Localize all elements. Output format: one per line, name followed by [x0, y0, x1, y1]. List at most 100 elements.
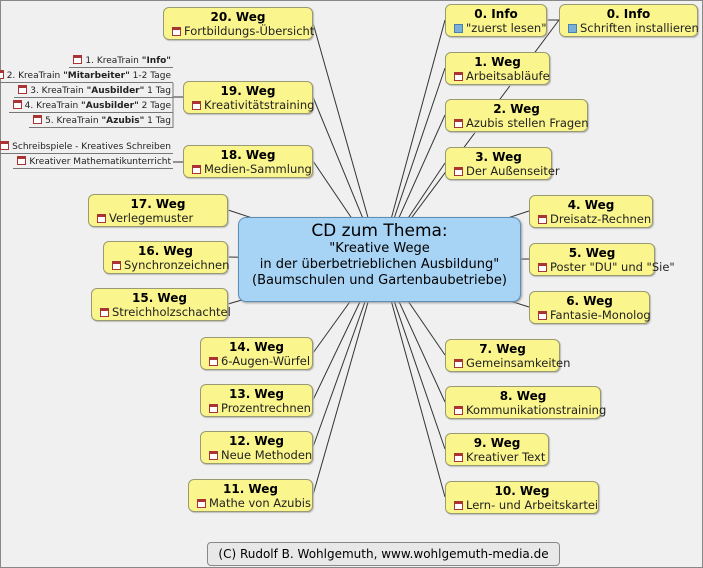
sub-bold: "Info": [141, 56, 171, 66]
sub-text: 2. KreaTrain: [6, 71, 64, 81]
node-label-row: Lern- und Arbeitskartei: [454, 498, 598, 512]
node-label-row: Fortbildungs-Übersicht: [172, 24, 314, 38]
pdf-icon: [172, 27, 181, 36]
sub-text: 5. KreaTrain: [45, 116, 102, 126]
node-label-row: Mathe von Azubis: [197, 496, 311, 510]
sub-item[interactable]: 3. KreaTrain "Ausbilder" 1 Tag: [14, 85, 173, 98]
node-label-row: Dreisatz-Rechnen: [538, 212, 651, 226]
node-title: 7. Weg: [479, 342, 526, 356]
node-label: Arbeitsabläufe: [466, 69, 550, 83]
pdf-icon: [18, 85, 28, 94]
node-label: Medien-Sammlung: [204, 162, 312, 176]
node-label-row: Streichholzschachtel: [100, 305, 231, 319]
node-label-row: Azubis stellen Fragen: [454, 116, 589, 130]
sub-text: 4. KreaTrain: [24, 101, 82, 111]
sub-text: 1. KreaTrain: [85, 56, 142, 66]
node-title: 9. Weg: [473, 436, 521, 450]
pdf-icon: [454, 72, 463, 81]
node-label-row: Gemeinsamkeiten: [454, 356, 570, 370]
pdf-icon: [538, 215, 547, 224]
node-title: 0. Info: [606, 7, 651, 21]
node-label: Synchronzeichnen: [124, 258, 230, 272]
sub-suffix: 2 Tage: [138, 101, 171, 111]
sub-bold: "Ausbilder": [86, 86, 145, 96]
node-title: 6. Weg: [566, 294, 613, 308]
node-title: 17. Weg: [130, 197, 186, 211]
pdf-icon: [454, 119, 463, 128]
pdf-icon: [112, 261, 121, 270]
pdf-icon: [97, 214, 106, 223]
node-label-row: Der Außenseiter: [454, 164, 560, 178]
node-label-row: Poster "DU" und "Sie": [538, 260, 675, 274]
node-label-row: Synchronzeichnen: [112, 258, 229, 272]
node-title: 20. Weg: [210, 10, 266, 24]
sub-bold: "Mitarbeiter": [63, 71, 130, 81]
node-label-row: Kreativitätstraining: [192, 98, 314, 112]
node-title: 18. Weg: [220, 148, 276, 162]
node-label: Fantasie-Monolog: [550, 308, 651, 322]
node-title: 3. Weg: [475, 150, 522, 164]
pdf-icon: [209, 451, 218, 460]
sub-item[interactable]: Schreibspiele - Kreatives Schreiben: [0, 141, 173, 154]
sub-item[interactable]: 2. KreaTrain "Mitarbeiter" 1-2 Tage: [0, 70, 173, 83]
node-label: Neue Methoden: [221, 448, 313, 462]
node-label: "zuerst lesen": [466, 21, 547, 35]
sub-item[interactable]: 1. KreaTrain "Info": [69, 55, 173, 68]
central-title: CD zum Thema:: [311, 221, 448, 241]
node-label: Schriften installieren: [580, 21, 699, 35]
pdf-icon: [454, 453, 463, 462]
pdf-icon: [0, 141, 10, 150]
central-line-1: "Kreative Wege: [329, 241, 430, 256]
node-title: 11. Weg: [223, 482, 278, 496]
node-title: 0. Info: [474, 7, 518, 21]
node-label: Prozentrechnen: [221, 401, 311, 415]
sub-item[interactable]: 5. KreaTrain "Azubis" 1 Tag: [29, 115, 173, 128]
sub-text: 3. KreaTrain: [30, 86, 87, 96]
node-title: 2. Weg: [493, 102, 540, 116]
pdf-icon: [454, 501, 463, 510]
node-title: 10. Weg: [494, 484, 550, 498]
node-label-row: Verlegemuster: [97, 211, 219, 225]
pdf-icon: [192, 165, 201, 174]
sub-bold: "Azubis": [101, 116, 145, 126]
sub-item[interactable]: Kreativer Mathematikunterricht: [13, 156, 173, 169]
sub-suffix: 1-2 Tage: [129, 71, 171, 81]
node-n0a[interactable]: 0. Info"zuerst lesen": [445, 4, 547, 37]
node-title: 4. Weg: [567, 198, 615, 212]
node-label-row: Schriften installieren: [568, 21, 699, 35]
node-label: Kreativitätstraining: [204, 98, 315, 112]
central-topic[interactable]: CD zum Thema: "Kreative Wege in der über…: [238, 217, 521, 302]
node-label-row: Kommunikationstraining: [454, 403, 606, 417]
node-label: Der Außenseiter: [466, 164, 560, 178]
sub-item[interactable]: 4. KreaTrain "Ausbilder" 2 Tage: [8, 100, 173, 113]
node-title: 13. Weg: [229, 387, 284, 401]
node-label-row: Prozentrechnen: [209, 401, 311, 415]
node-title: 1. Weg: [474, 55, 521, 69]
node-title: 19. Weg: [220, 84, 276, 98]
sub-bold: "Ausbilder": [81, 101, 139, 111]
node-label: Azubis stellen Fragen: [466, 116, 589, 130]
node-label: Lern- und Arbeitskartei: [466, 498, 599, 512]
pdf-icon: [17, 156, 27, 165]
